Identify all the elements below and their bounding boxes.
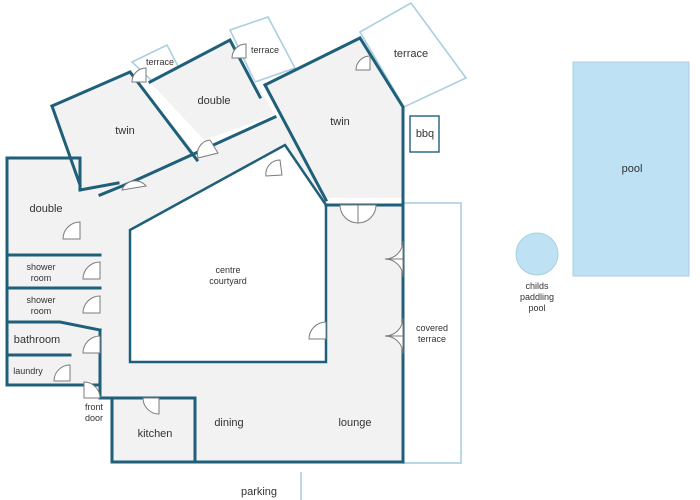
walls [5, 36, 405, 464]
door-swing-icon [131, 67, 147, 83]
room-label-twin-right: twin [330, 116, 350, 128]
door-swing-icon [142, 397, 160, 415]
room-label-childs-pool-line-3: pool [528, 303, 545, 313]
room-label-dining: dining [214, 417, 243, 429]
door-swing-icon [82, 261, 101, 280]
door-swing-icon [339, 204, 377, 224]
door-swing-icon [384, 317, 404, 355]
door-swing-icon [265, 159, 283, 177]
room-label-double-left: double [29, 203, 62, 215]
door-swing-icon [196, 139, 219, 159]
room-label-shower-room-2-line-2: room [31, 306, 52, 316]
door-swing-icon [83, 381, 101, 399]
room-label-centre-courtyard-line-1: centre [215, 265, 240, 275]
terrace-right-area [358, 1, 468, 109]
room-label-front-door-line-2: door [85, 413, 103, 423]
room-label-terrace-mid: terrace [251, 45, 279, 55]
room-labels: twin terrace double terrace twin terrace… [13, 45, 642, 498]
room-label-childs-pool-line-1: childs [525, 281, 549, 291]
room-label-kitchen: kitchen [138, 428, 173, 440]
room-label-front-door-line-1: front [85, 402, 104, 412]
room-label-shower-room-2-line-1: shower [26, 295, 55, 305]
courtyard-area [128, 143, 328, 364]
door-swing-icon [53, 364, 71, 382]
room-label-laundry: laundry [13, 366, 43, 376]
door-swing-icon [82, 335, 101, 354]
door-swing-icon [82, 295, 101, 314]
door-swing-icon [308, 321, 327, 340]
room-label-bathroom: bathroom [14, 334, 60, 346]
room-label-shower-room-1-line-1: shower [26, 262, 55, 272]
room-label-childs-pool-line-2: paddling [520, 292, 554, 302]
room-label-bbq: bbq [416, 128, 434, 140]
door-swing-icon [121, 180, 147, 191]
room-label-lounge: lounge [338, 417, 371, 429]
bbq-area [409, 115, 440, 153]
room-label-covered-terrace-line-2: terrace [418, 334, 446, 344]
room-label-terrace-right: terrace [394, 48, 428, 60]
door-swing-icon [355, 55, 371, 71]
room-label-parking: parking [241, 486, 277, 498]
room-label-double-top: double [197, 95, 230, 107]
room-label-covered-terrace-line-1: covered [416, 323, 448, 333]
room-label-shower-room-1-line-2: room [31, 273, 52, 283]
pool-area [572, 61, 690, 277]
room-label-terrace-small: terrace [146, 57, 174, 67]
door-swing-icon [384, 240, 404, 278]
room-label-pool: pool [622, 163, 643, 175]
covered-terrace-area [402, 202, 462, 464]
door-swing-icon [62, 221, 81, 240]
room-label-centre-courtyard-line-2: courtyard [209, 276, 247, 286]
childs-paddling-pool-area [515, 232, 559, 276]
door-swing-icon [231, 43, 247, 59]
room-label-twin-left: twin [115, 125, 135, 137]
doors [53, 43, 404, 415]
terrace-mid-area [228, 16, 297, 83]
